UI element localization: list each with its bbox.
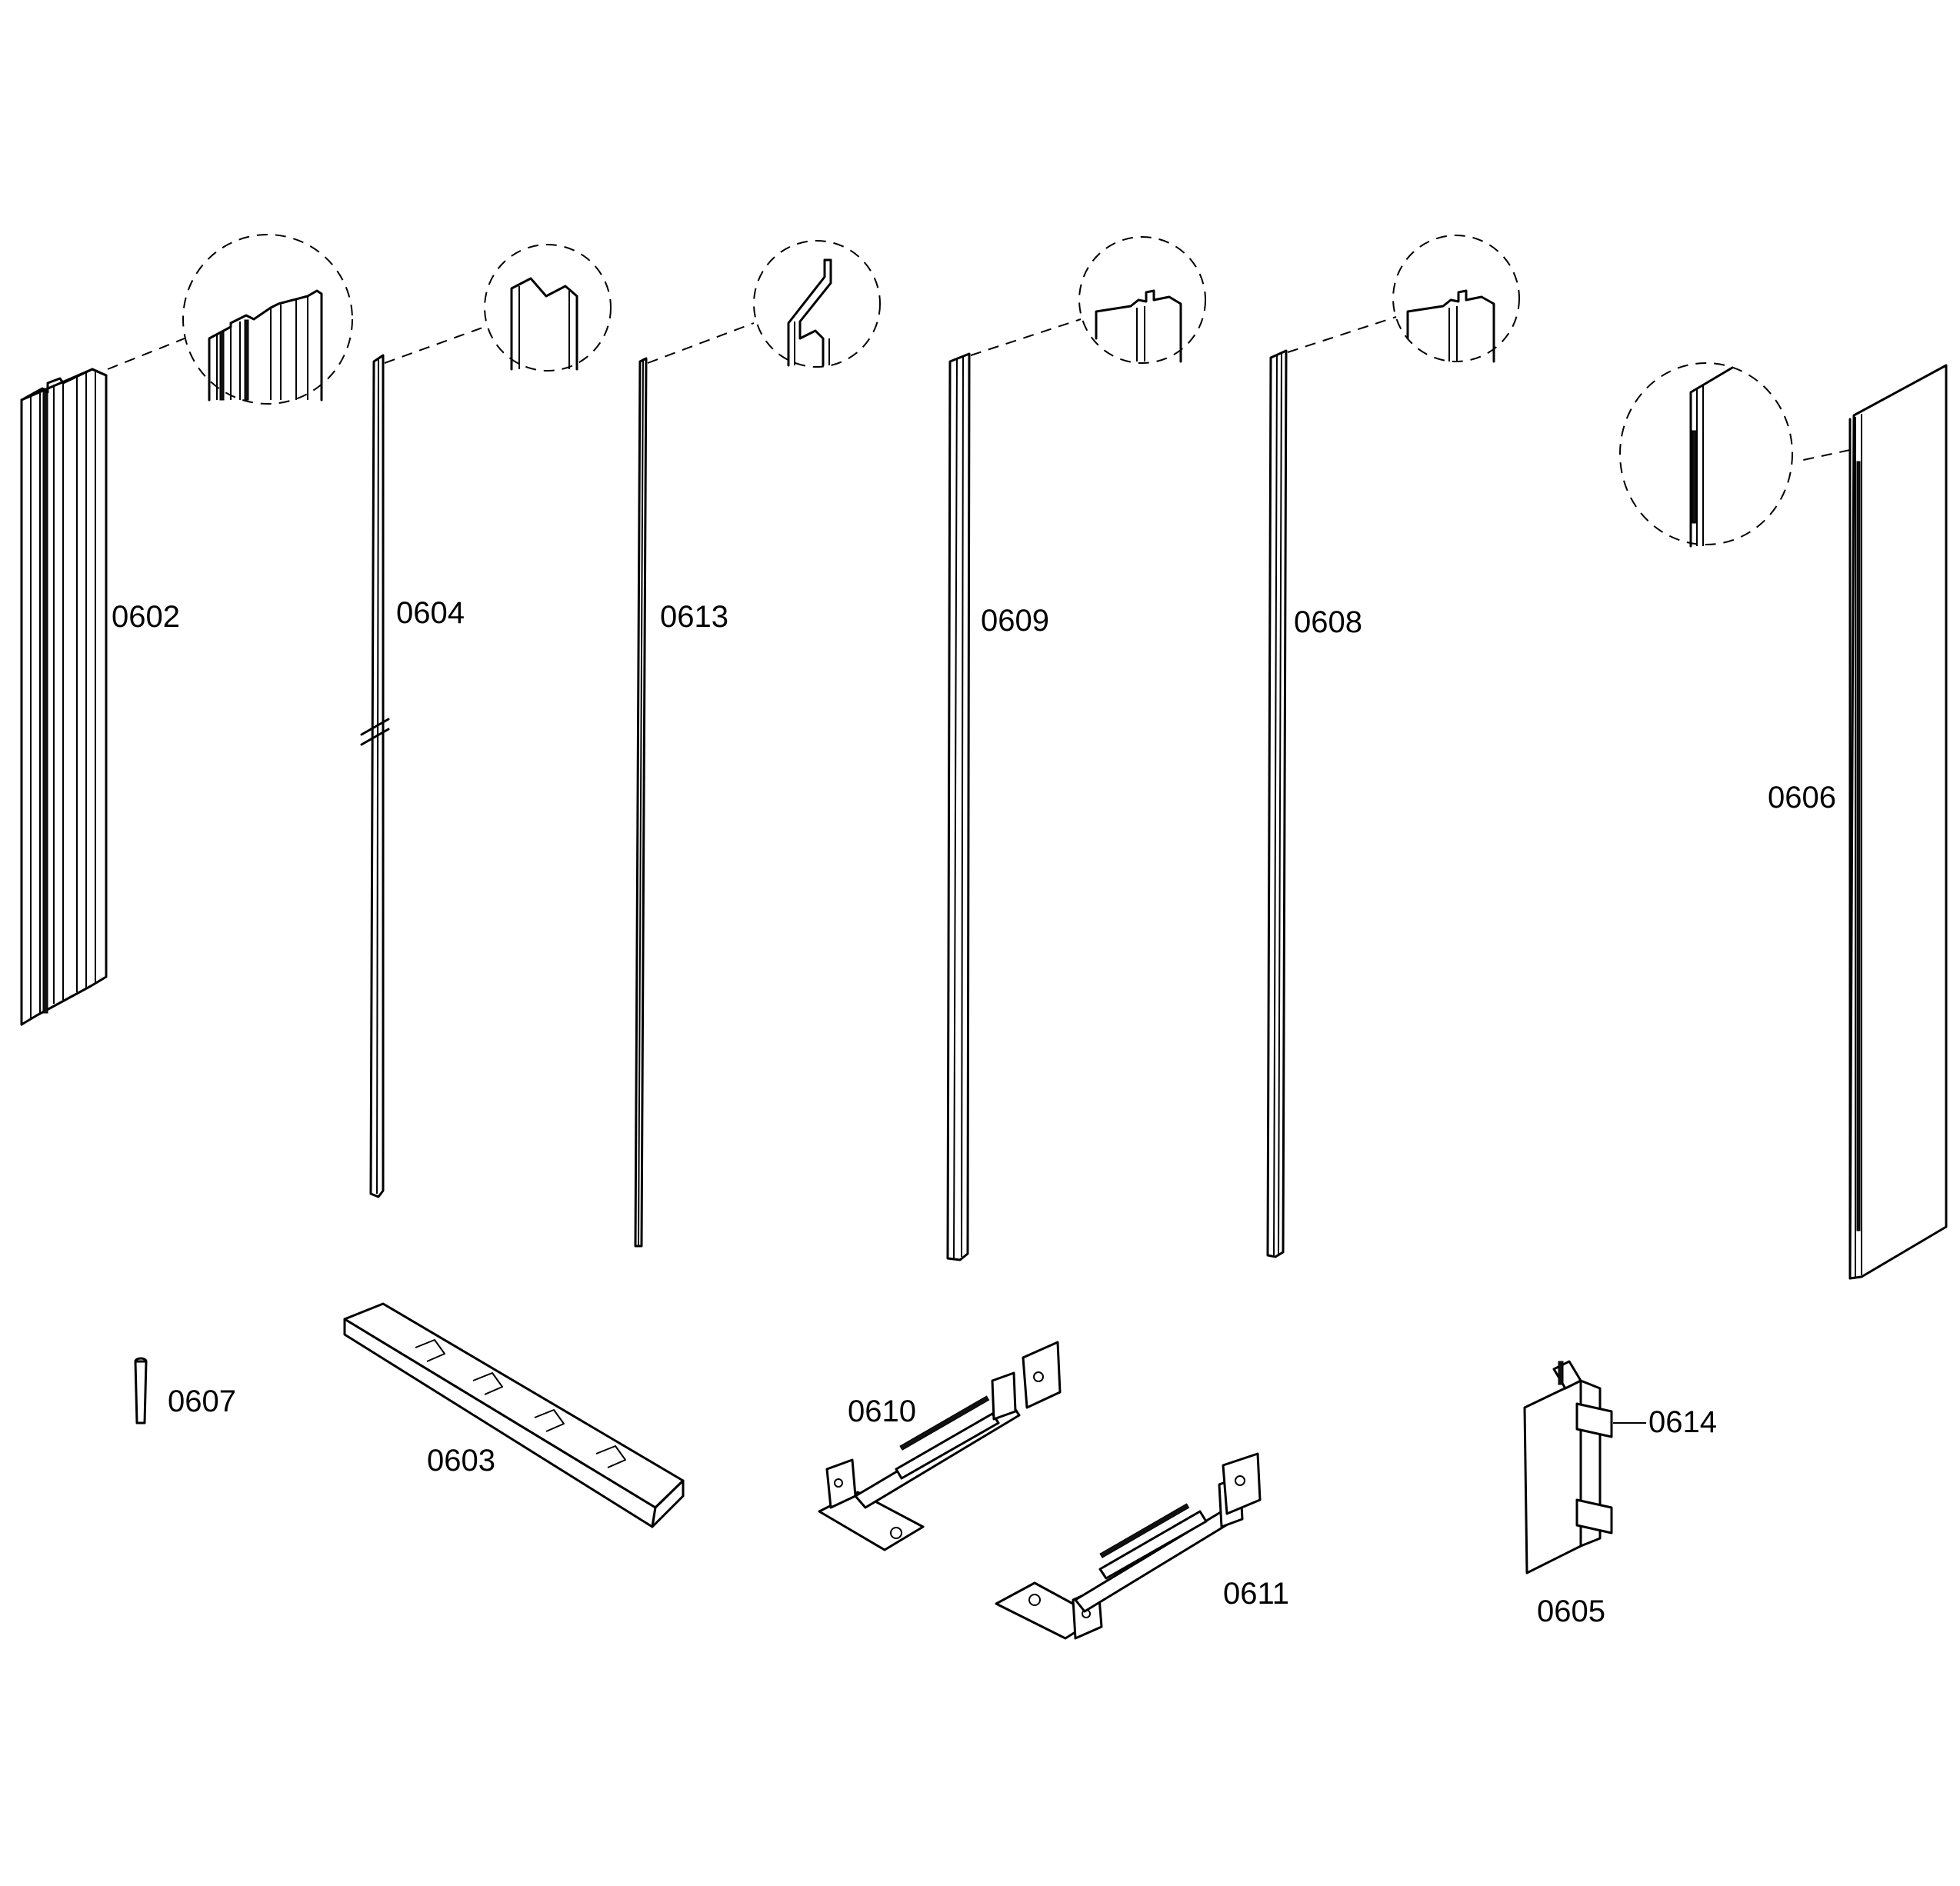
detail-circle-0613	[753, 240, 881, 368]
detail-circle-0606	[1619, 362, 1793, 548]
part-0613-rod	[634, 357, 648, 1248]
label-0604: 0604	[396, 596, 465, 630]
part-0609-rail	[946, 352, 971, 1261]
part-0606-panel	[1848, 364, 1948, 1280]
part-0603-channel	[343, 1302, 685, 1528]
part-0604-strip	[360, 354, 390, 1198]
label-0610: 0610	[848, 1395, 916, 1428]
detail-circle-0608	[1392, 235, 1520, 363]
label-0607: 0607	[168, 1385, 236, 1418]
label-0614: 0614	[1648, 1405, 1717, 1439]
label-0613: 0613	[660, 600, 728, 634]
label-0608: 0608	[1294, 605, 1362, 639]
label-0611: 0611	[1223, 1577, 1289, 1611]
part-0608-rail	[1266, 349, 1288, 1258]
part-0605-post	[1523, 1360, 1613, 1574]
detail-circle-0604	[484, 244, 612, 372]
part-0611-bracket	[995, 1452, 1262, 1640]
detail-circle-0609	[1078, 236, 1206, 364]
label-0602: 0602	[112, 600, 180, 634]
label-0605: 0605	[1537, 1594, 1605, 1628]
part-0610-bracket	[818, 1341, 1062, 1551]
label-0606: 0606	[1768, 781, 1836, 815]
detail-circle-0602	[182, 234, 353, 405]
part-0602-profile	[20, 368, 108, 1026]
label-0603: 0603	[427, 1444, 495, 1478]
part-0607-pin	[134, 1357, 148, 1424]
label-0609: 0609	[981, 604, 1049, 638]
